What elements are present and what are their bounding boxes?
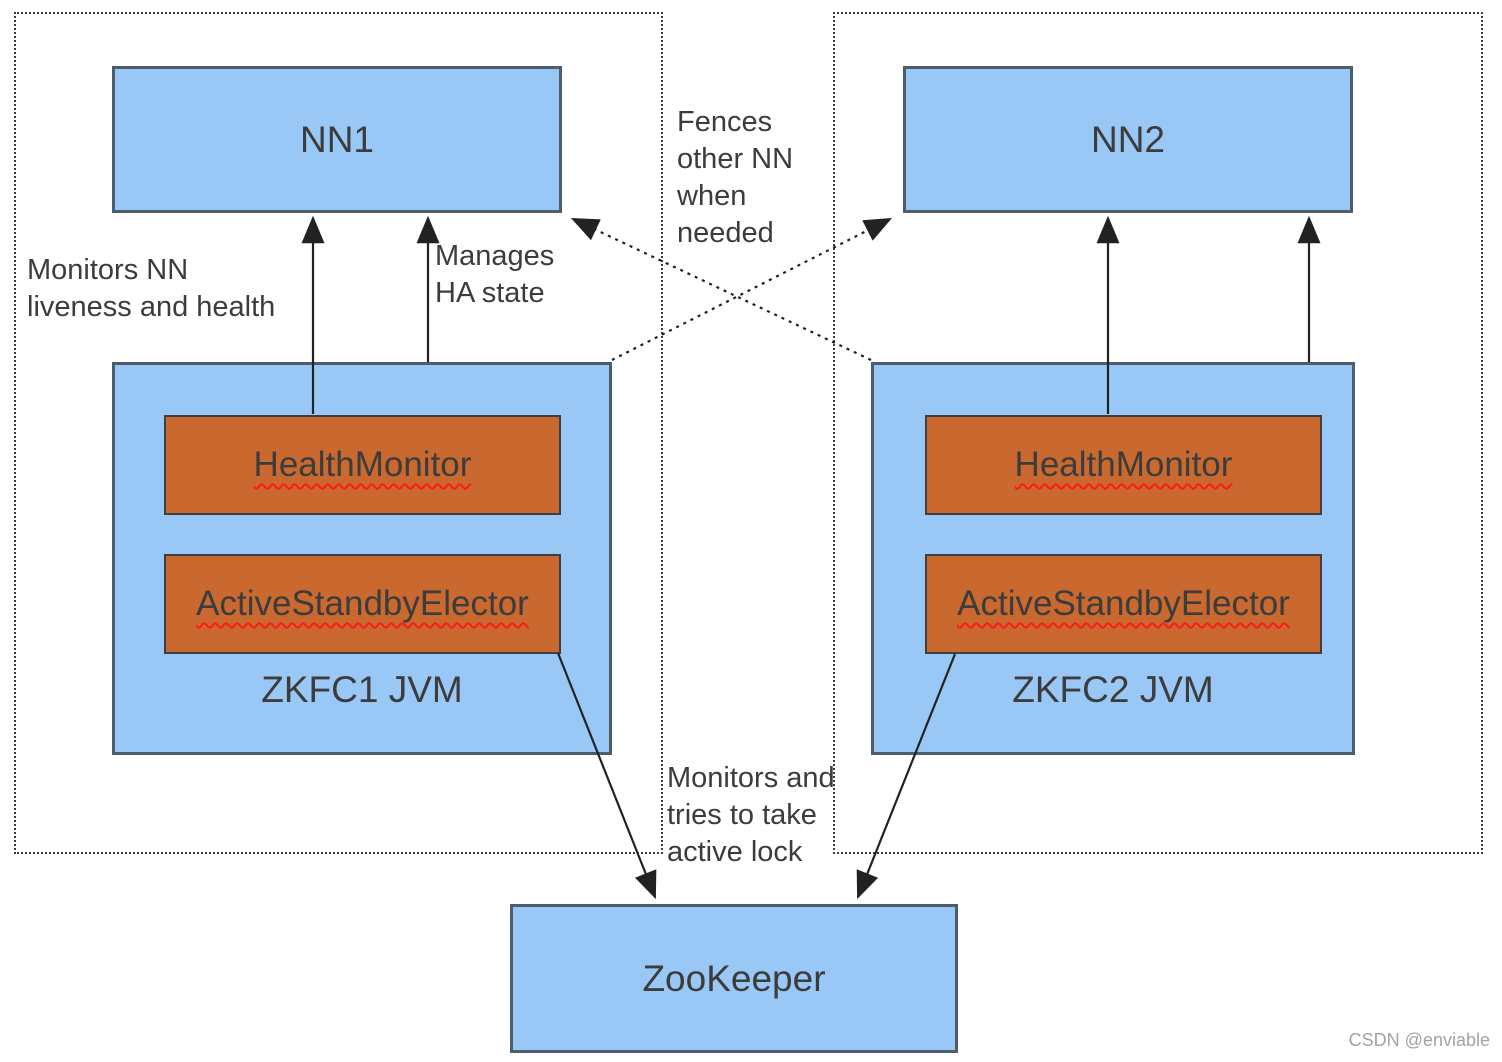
annotation-zookeeper-lock: Monitors and tries to take active lock [667, 762, 835, 868]
zookeeper-label: ZooKeeper [642, 957, 826, 999]
zookeeper-node: ZooKeeper [510, 904, 958, 1053]
zkfc2-node: HealthMonitor ActiveStandbyElector ZKFC2… [871, 362, 1355, 755]
nn1-label: NN1 [299, 118, 375, 160]
nn2-node: NN2 [903, 66, 1353, 213]
nn2-label: NN2 [1090, 118, 1166, 160]
host2-boundary [833, 12, 1483, 854]
health-monitor-2-component: HealthMonitor [925, 415, 1322, 515]
zkfc1-label: ZKFC1 JVM [261, 669, 463, 710]
nn1-node: NN1 [112, 66, 562, 213]
active-standby-elector-2-component: ActiveStandbyElector [925, 554, 1322, 654]
health-monitor-2-label: HealthMonitor [1014, 445, 1233, 484]
csdn-watermark: CSDN @enviable [1348, 1030, 1490, 1050]
annotation-manages-ha: Manages HA state [435, 240, 555, 309]
active-standby-elector-2-label: ActiveStandbyElector [957, 584, 1290, 623]
zkfc1-node: HealthMonitor ActiveStandbyElector ZKFC1… [112, 362, 612, 755]
host1-boundary [14, 12, 663, 854]
health-monitor-1-label: HealthMonitor [253, 445, 472, 484]
active-standby-elector-1-label: ActiveStandbyElector [196, 584, 529, 623]
health-monitor-1-component: HealthMonitor [164, 415, 561, 515]
active-standby-elector-1-component: ActiveStandbyElector [164, 554, 561, 654]
annotation-fences-other-nn: Fences other NN when needed [677, 106, 794, 249]
annotation-monitors-nn: Monitors NN liveness and health [27, 254, 276, 323]
zkfc2-label: ZKFC2 JVM [1012, 669, 1214, 710]
